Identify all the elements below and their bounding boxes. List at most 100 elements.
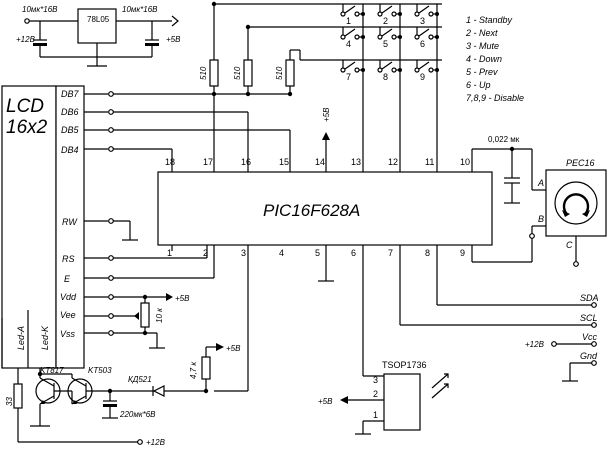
power-supply: +12В 78L05 10мк*16В 10мк*16В +5В (16, 5, 181, 67)
lcd-title: LCD (6, 96, 44, 117)
ext-connector: SDA SCL Vcc +12В Gnd (400, 293, 599, 382)
pullup-label: 4,7 к (189, 361, 198, 379)
transistor-kt817-label: KT817 (40, 366, 64, 375)
lcd-pin-led-k: Led-K (40, 325, 50, 350)
lcd-pin-rs: RS (62, 254, 75, 264)
encoder-pin-c: C (566, 240, 573, 250)
encoder-name: PEC16 (566, 158, 595, 168)
resistor-510-2-label: 510 (233, 66, 242, 80)
led-resistor-label: 33 (5, 397, 14, 406)
column-resistors: 510 510 510 (199, 1, 442, 94)
mcu-pin-12: 12 (388, 157, 398, 167)
connector-gnd: Gnd (580, 351, 598, 361)
contrast-pot-label: 10 к (155, 307, 164, 323)
mcu-pin-18: 18 (165, 157, 175, 167)
cap-out-label: 10мк*16В (122, 5, 158, 14)
lcd-pin-e: E (64, 274, 71, 284)
key-switch: 2 (377, 4, 402, 26)
ir-receiver-name: TSOP1736 (382, 360, 427, 370)
encoder-pin-a: A (537, 178, 544, 188)
key-switch: 8 (377, 60, 402, 82)
resistor-510-1-label: 510 (199, 66, 208, 80)
mcu-pin-11: 11 (425, 157, 434, 167)
encoder-cap-label: 0,022 мк (488, 135, 520, 144)
resistor-33 (13, 383, 23, 409)
key-number-label: 5 (383, 39, 388, 49)
key-switch: 4 (340, 27, 365, 49)
mcu-name: PIC16F628A (263, 201, 360, 220)
mcu-pin-15: 15 (279, 157, 289, 167)
mcu-pin-7: 7 (388, 248, 393, 258)
resistor-pullup (201, 356, 211, 380)
lcd-pin-vss: Vss (60, 329, 76, 339)
mcu-pin-14: 14 (315, 157, 325, 167)
mcu-pin-6: 6 (351, 248, 356, 258)
ir-pin-2: 2 (373, 389, 378, 399)
mcu-pin-1: 1 (167, 248, 172, 258)
ir-pin-1: 1 (373, 410, 378, 420)
legend-item-4: 4 - Down (466, 54, 502, 64)
mcu-pin-9: 9 (460, 248, 465, 258)
key-switch: 7 (340, 60, 365, 82)
lcd-pin-db4: DB4 (61, 145, 79, 155)
lcd-vdd-supply-label: +5В (175, 294, 190, 303)
lcd-pin-db6: DB6 (61, 107, 79, 117)
lcd-pin-rw: RW (62, 217, 78, 227)
key-number-label: 7 (346, 72, 351, 82)
pullup-supply-label: +5В (226, 344, 241, 353)
key-switch: 9 (414, 60, 439, 82)
regulator-part-label: 78L05 (87, 15, 110, 24)
resistor-510-2 (243, 59, 253, 87)
button-legend: 1 - Standby 2 - Next 3 - Mute 4 - Down 5… (465, 15, 524, 103)
connector-vcc: Vcc (582, 332, 598, 342)
lcd-size: 16x2 (6, 117, 48, 138)
key-number-label: 8 (383, 72, 388, 82)
encoder-pin-b: B (538, 214, 544, 224)
contrast-potentiometer (140, 302, 150, 328)
legend-item-2: 2 - Next (465, 28, 498, 38)
lcd-pin-db7: DB7 (61, 89, 80, 99)
backlight-driver: +5В 4,7 к КД521 220мк*6В KT503 (5, 343, 241, 447)
mcu-pin-2: 2 (203, 248, 208, 258)
ir-pin-3: 3 (373, 375, 378, 385)
connector-scl: SCL (580, 313, 598, 323)
lcd-module: LCD 16x2 DB7 DB6 DB5 DB4 RW RS E Vdd Vee… (1, 85, 85, 369)
mcu-pin-8: 8 (425, 248, 430, 258)
key-number-label: 1 (346, 16, 351, 26)
mcu-pin-3: 3 (241, 248, 246, 258)
key-switch: 5 (377, 27, 402, 49)
legend-item-6: 6 - Up (466, 80, 491, 90)
key-number-label: 2 (383, 16, 388, 26)
lcd-pin-vdd: Vdd (60, 292, 77, 302)
pic-microcontroller: PIC16F628A (157, 171, 493, 246)
mcu-pin-4: 4 (279, 248, 284, 258)
supply-input-label: +12В (16, 35, 36, 44)
mcu-pin-5: 5 (315, 248, 320, 258)
key-switch: 1 (340, 4, 365, 26)
key-number-label: 3 (420, 16, 425, 26)
connector-vcc-supply: +12В (525, 340, 545, 349)
mcu-top-leads: +5В (213, 4, 473, 172)
legend-item-3: 3 - Mute (466, 41, 499, 51)
pin14-supply-label: +5В (322, 107, 331, 122)
ir-receiver: TSOP1736 3 2 +5В 1 (318, 360, 449, 435)
lcd-pin-vee: Vee (60, 310, 76, 320)
ir-supply-label: +5В (318, 397, 333, 406)
mcu-bottom-leads (171, 245, 438, 392)
backlight-cap-label: 220мк*6В (119, 410, 156, 419)
mcu-pin-17: 17 (203, 157, 213, 167)
mcu-pin-16: 16 (241, 157, 251, 167)
led-supply-label: +12В (146, 438, 166, 447)
connector-sda: SDA (580, 293, 599, 303)
diode-kd521 (152, 385, 165, 397)
key-number-label: 4 (346, 39, 351, 49)
key-number-label: 9 (420, 72, 425, 82)
resistor-510-3 (285, 59, 295, 87)
diode-label: КД521 (128, 375, 152, 384)
supply-output-label: +5В (166, 35, 181, 44)
key-switch: 3 (414, 4, 439, 26)
resistor-510-3-label: 510 (275, 66, 284, 80)
legend-item-1: 1 - Standby (466, 15, 513, 25)
cap-in-label: 10мк*16В (22, 5, 58, 14)
